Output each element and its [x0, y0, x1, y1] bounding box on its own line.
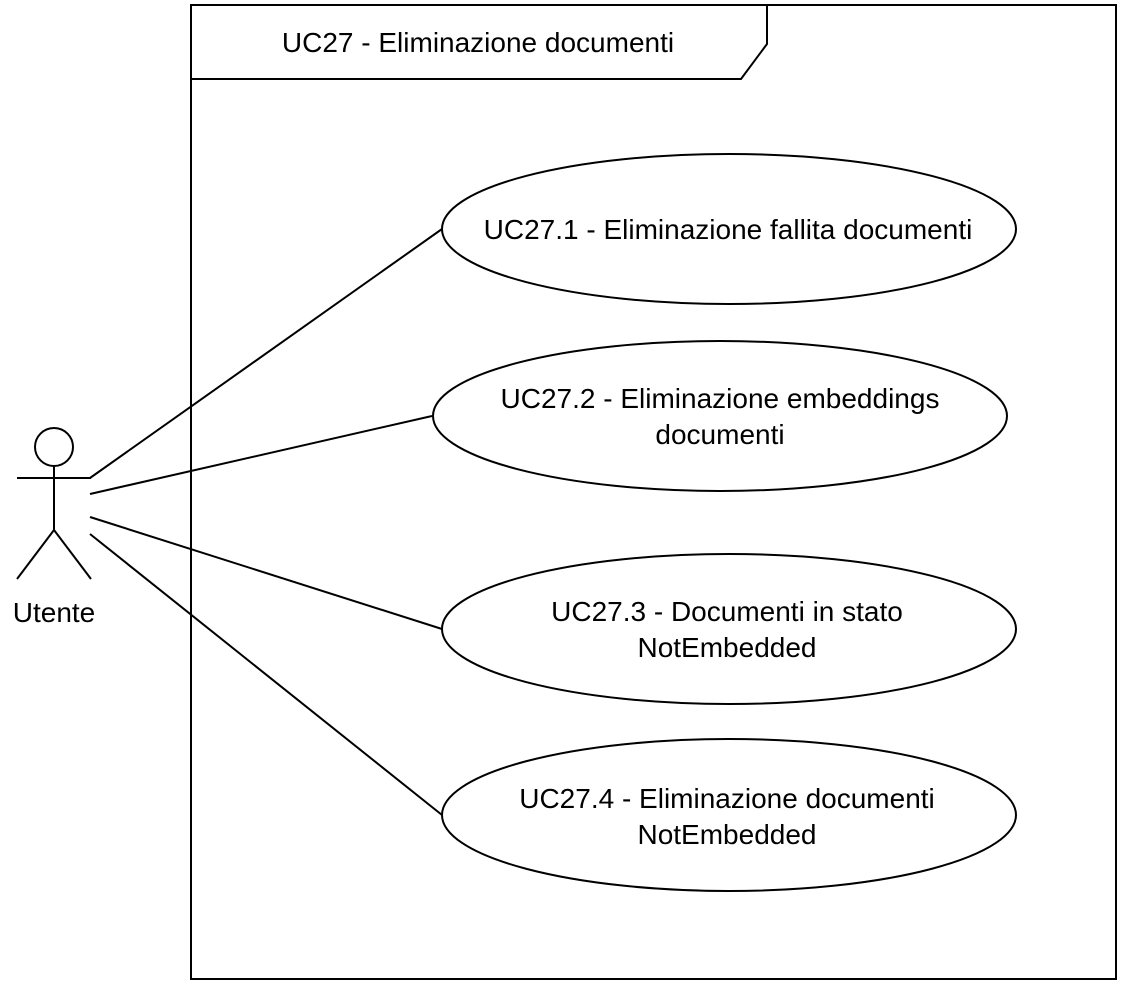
use-case-ellipse: [441, 553, 1017, 705]
use-case-uc27-3: UC27.3 - Documenti in stato NotEmbedded: [441, 553, 1017, 705]
association-uc27-3: [89, 516, 443, 630]
actor-right-leg: [53, 529, 92, 580]
system-title-tab: [191, 5, 768, 80]
use-case-label-line-2: NotEmbedded: [637, 819, 816, 850]
use-case-uc27-2: UC27.2 - Eliminazione embeddings documen…: [432, 340, 1008, 492]
association-uc27-4: [89, 533, 443, 816]
actor-left-leg: [16, 529, 55, 580]
system-title: UC27 - Eliminazione documenti: [282, 27, 674, 58]
use-case-ellipse: [441, 153, 1017, 305]
association-uc27-2: [89, 415, 433, 495]
use-case-label-line-1: UC27.3 - Documenti in stato: [551, 596, 903, 627]
use-case-label-line-1: UC27.2 - Eliminazione embeddings: [501, 383, 940, 414]
actor-label: Utente: [13, 597, 96, 628]
use-case-ellipse: [441, 738, 1017, 892]
use-case-label: UC27.1 - Eliminazione fallita documenti: [484, 214, 973, 245]
use-case-ellipse: [432, 340, 1008, 492]
actor-utente: Utente: [13, 427, 96, 628]
use-case-label-line-1: UC27.4 - Eliminazione documenti: [519, 783, 935, 814]
system-boundary: [190, 4, 1117, 980]
use-case-label-line-2: documenti: [655, 419, 784, 450]
association-uc27-1: [89, 228, 443, 479]
use-case-uc27-4: UC27.4 - Eliminazione documenti NotEmbed…: [441, 738, 1017, 892]
actor-head: [34, 427, 74, 467]
use-case-uc27-1: UC27.1 - Eliminazione fallita documenti: [441, 153, 1017, 305]
use-case-label-line-2: NotEmbedded: [637, 632, 816, 663]
